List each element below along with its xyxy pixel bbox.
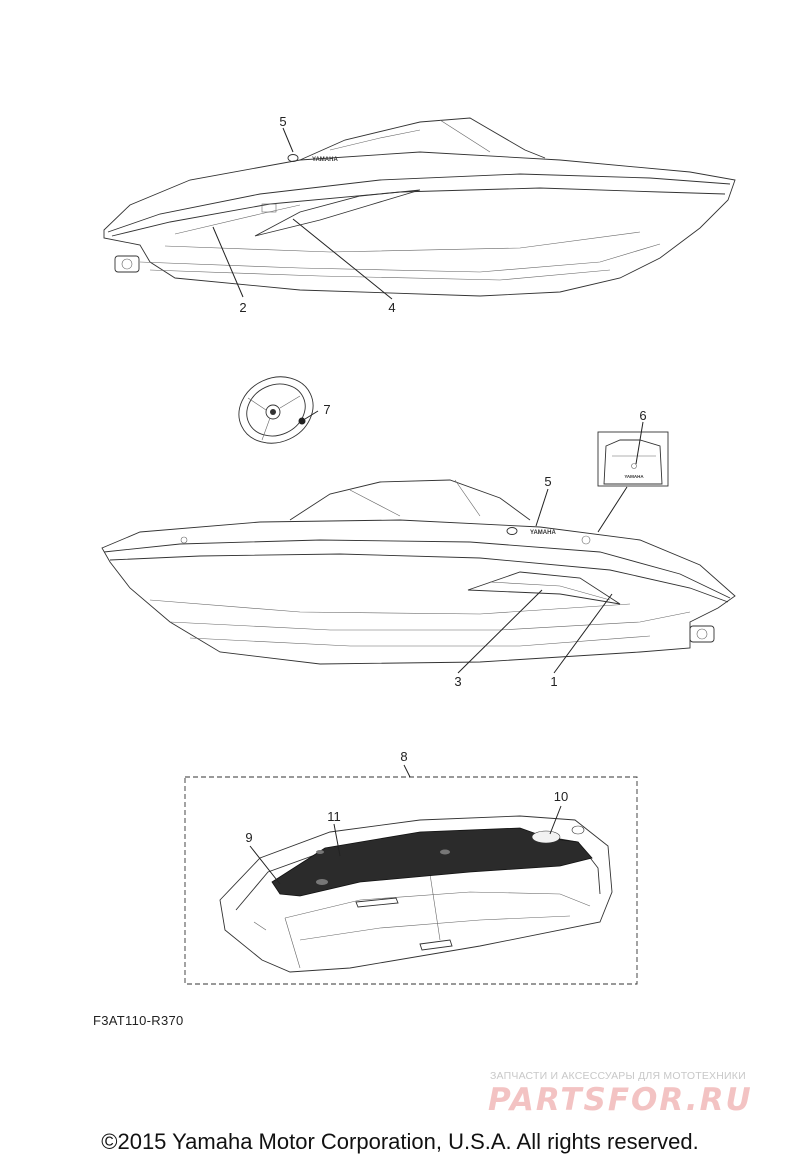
yamaha-badge-inset: YAMAHA (624, 474, 644, 479)
callout-7: 7 (323, 402, 330, 417)
callout-6: 6 (639, 408, 646, 423)
mat-kit-boundary (184, 776, 638, 985)
diagram-code: F3AT110-R370 (93, 1013, 184, 1028)
callout-9: 9 (245, 830, 252, 845)
copyright-notice: ©2015 Yamaha Motor Corporation, U.S.A. A… (101, 1129, 699, 1154)
callout-11: 11 (327, 809, 341, 824)
callout-10: 10 (554, 789, 568, 804)
boat-bottom-view: YAMAHA (101, 479, 736, 665)
callout-8: 8 (400, 749, 407, 764)
watermark-logo: PARTSFOR.RU (488, 1082, 753, 1118)
swim-platform-mat (219, 815, 613, 973)
steering-wheel (238, 376, 314, 444)
callout-5-bottom: 5 (544, 474, 551, 489)
callout-3: 3 (454, 674, 461, 689)
yamaha-badge-top: YAMAHA (312, 157, 338, 163)
inset-detail-part-6: YAMAHA (597, 431, 669, 487)
callout-1: 1 (550, 674, 557, 689)
yamaha-badge-bottom: YAMAHA (530, 530, 556, 536)
callout-4: 4 (388, 300, 395, 315)
boat-top-view: YAMAHA (103, 117, 736, 297)
watermark-tagline: ЗАПЧАСТИ И АКСЕССУАРЫ ДЛЯ МОТОТЕХНИКИ (490, 1070, 746, 1082)
callout-5-top: 5 (279, 114, 286, 129)
callout-2: 2 (239, 300, 246, 315)
